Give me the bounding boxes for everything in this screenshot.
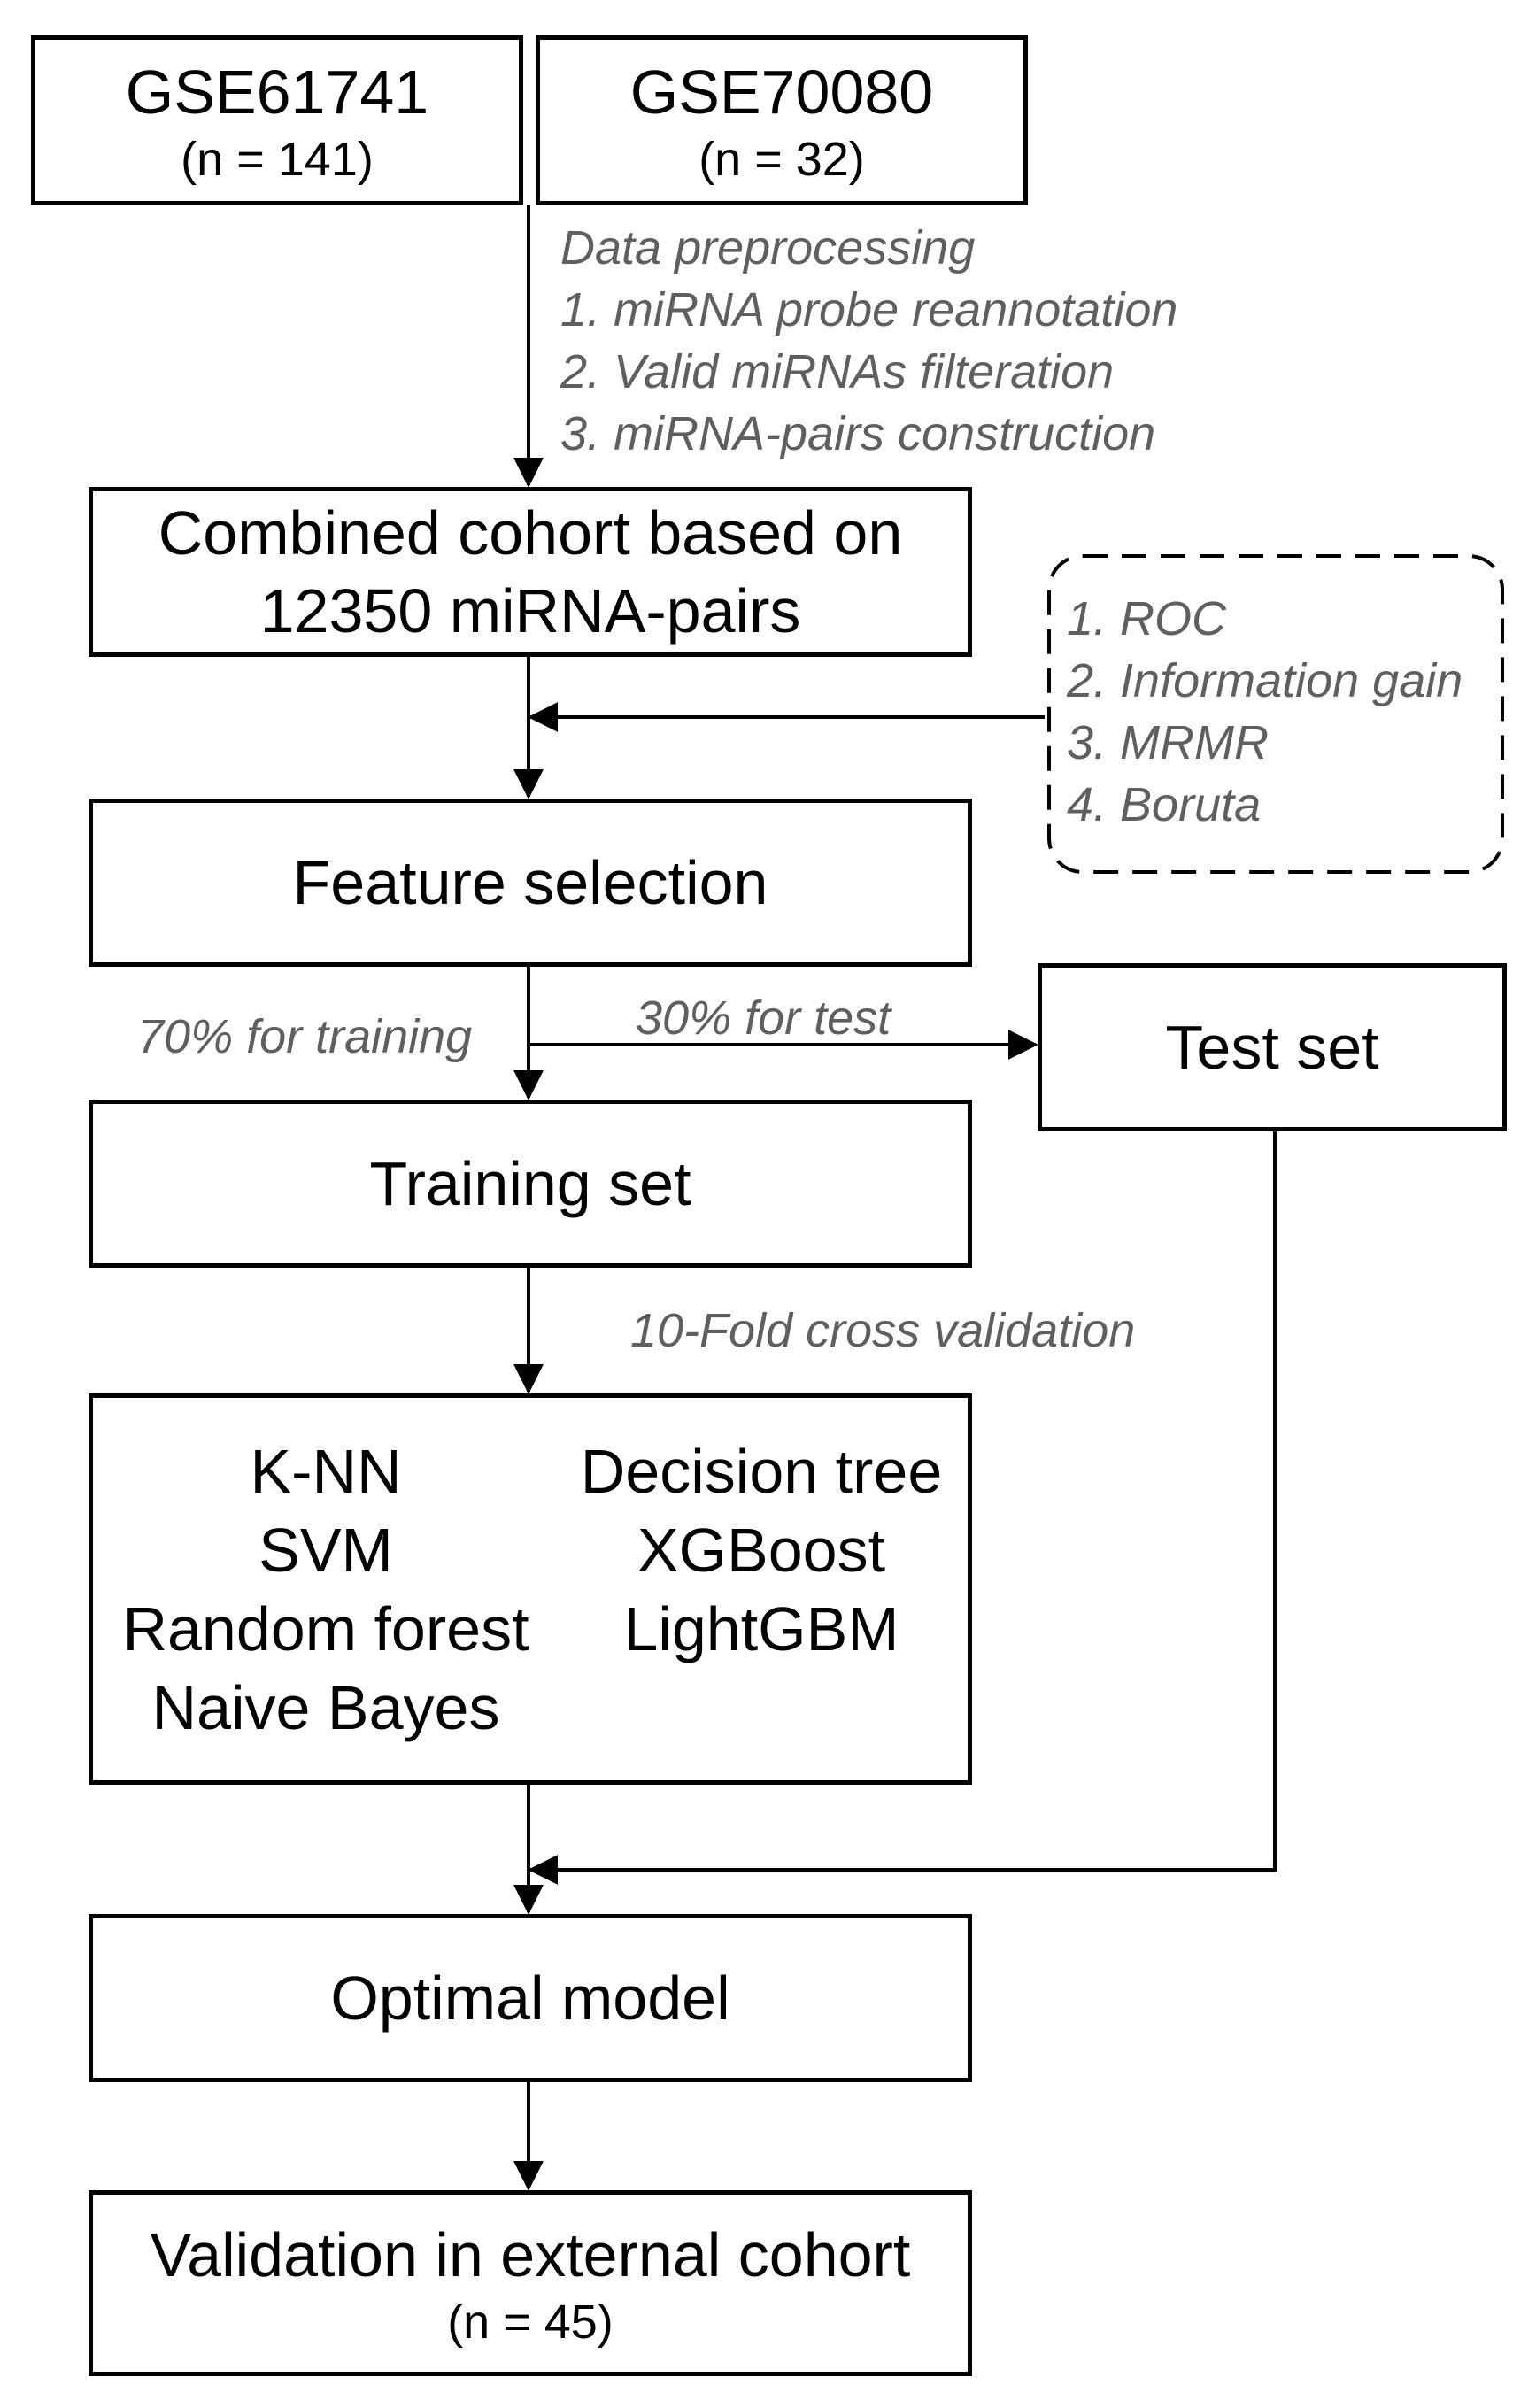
dataset-name: GSE70080 xyxy=(629,57,934,127)
combined-line1: Combined cohort based on xyxy=(158,498,903,567)
test-set-box: Test set xyxy=(1038,963,1507,1131)
preprocessing-notes: Data preprocessing 1. miRNA probe reanno… xyxy=(560,217,1177,465)
model-item: Random forest xyxy=(122,1594,529,1663)
combined-line2: 12350 miRNA-pairs xyxy=(259,576,801,645)
connector-test-optimal xyxy=(528,1131,1277,1885)
preprocessing-step: 2. Valid miRNAs filteration xyxy=(560,345,1115,398)
combined-cohort-box: Combined cohort based on 12350 miRNA-pai… xyxy=(89,487,972,657)
dataset-count: (n = 141) xyxy=(181,132,374,186)
training-set-label: Training set xyxy=(369,1148,691,1218)
cross-validation-label: 10-Fold cross validation xyxy=(630,1304,1136,1357)
optimal-model-box: Optimal model xyxy=(89,1914,972,2082)
models-right-column: Decision tree XGBoost LightGBM xyxy=(558,1432,965,1669)
model-item: LightGBM xyxy=(623,1594,899,1663)
models-box xyxy=(89,1393,972,1785)
methods-dashed-box xyxy=(1047,554,1504,874)
model-item: Naive Bayes xyxy=(151,1673,500,1742)
method-item: 2. Information gain xyxy=(1067,654,1463,707)
validation-box: Validation in external cohort (n = 45) xyxy=(89,2190,972,2376)
test-split-label: 30% for test xyxy=(636,992,891,1045)
dataset-name: GSE61741 xyxy=(125,57,429,127)
train-split-label: 70% for training xyxy=(137,1010,473,1063)
dataset-count: (n = 32) xyxy=(699,132,865,186)
dataset-box-gse61741: GSE61741 (n = 141) xyxy=(31,35,523,205)
optimal-model-label: Optimal model xyxy=(330,1963,730,2033)
model-item: Decision tree xyxy=(580,1437,943,1506)
models-left-column: K-NN SVM Random forest Naive Bayes xyxy=(104,1432,547,1748)
preprocessing-step: 1. miRNA probe reannotation xyxy=(560,283,1178,336)
validation-title: Validation in external cohort xyxy=(150,2219,911,2289)
model-item: K-NN xyxy=(250,1437,402,1506)
method-item: 3. MRMR xyxy=(1067,716,1269,769)
model-item: SVM xyxy=(259,1516,393,1585)
validation-count: (n = 45) xyxy=(447,2295,614,2349)
preprocessing-title: Data preprocessing xyxy=(560,221,976,274)
model-item: XGBoost xyxy=(637,1516,886,1585)
method-item: 1. ROC xyxy=(1067,592,1227,645)
test-set-label: Test set xyxy=(1165,1012,1379,1082)
method-item: 4. Boruta xyxy=(1067,778,1262,831)
dataset-box-gse70080: GSE70080 (n = 32) xyxy=(536,35,1028,205)
feature-selection-label: Feature selection xyxy=(292,847,768,917)
preprocessing-step: 3. miRNA-pairs construction xyxy=(560,407,1156,460)
feature-selection-box: Feature selection xyxy=(89,799,972,967)
training-set-box: Training set xyxy=(89,1100,972,1268)
feature-methods-list: 1. ROC 2. Information gain 3. MRMR 4. Bo… xyxy=(1067,588,1463,836)
